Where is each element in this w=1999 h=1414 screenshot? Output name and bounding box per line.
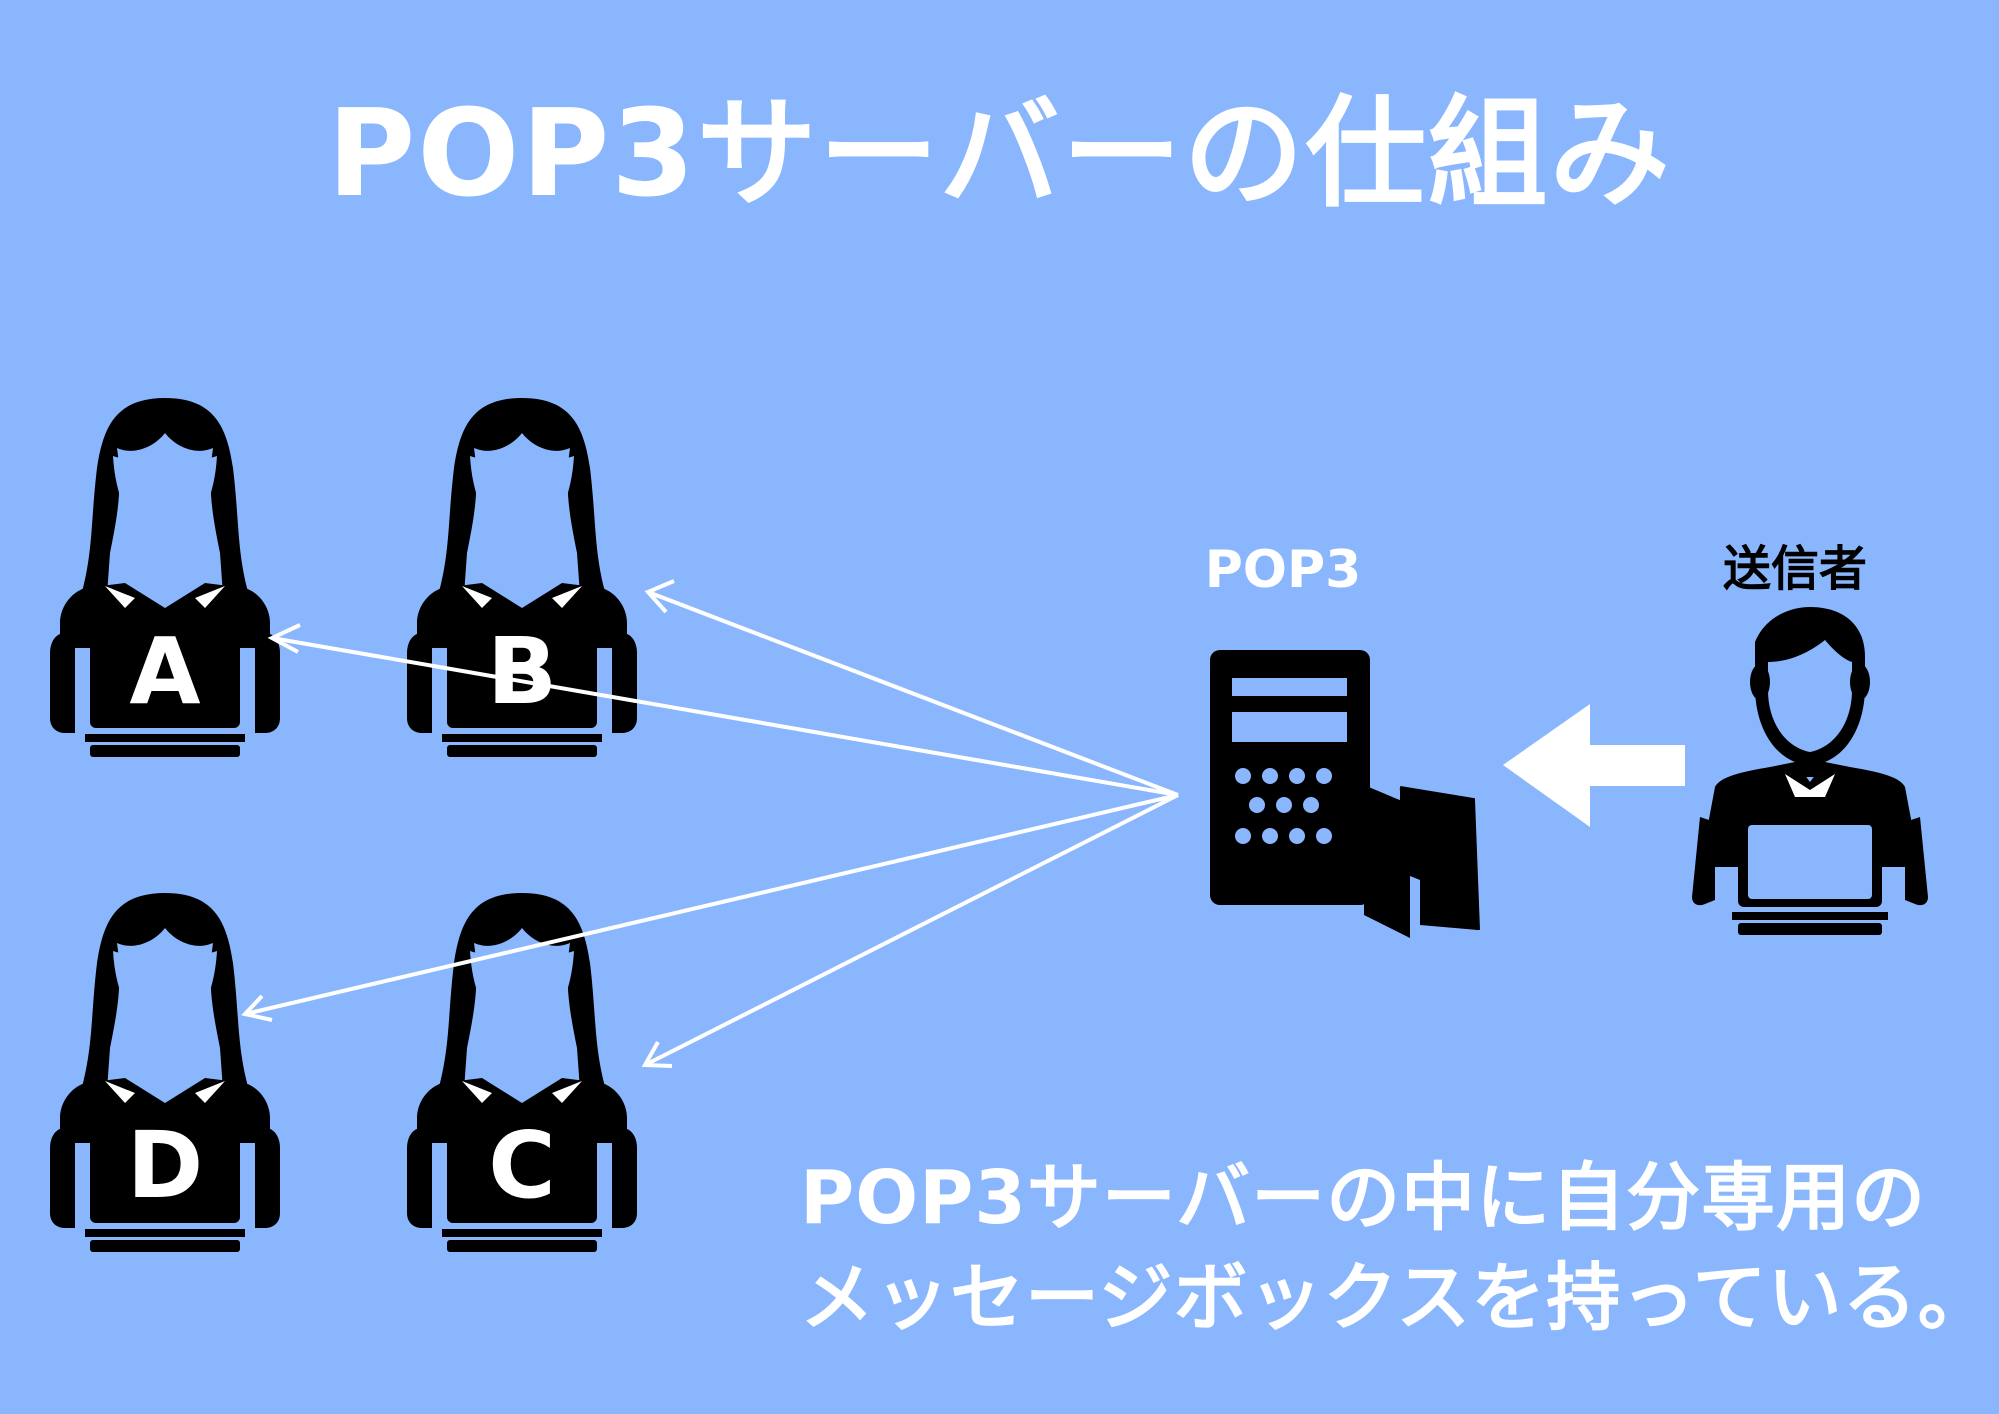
sender-label: 送信者 xyxy=(1723,541,1867,597)
incoming-arrow-icon xyxy=(1503,704,1685,827)
arrow-to-d xyxy=(244,793,1179,1016)
recipient-d-letter: D xyxy=(127,1112,203,1219)
arrow-to-a xyxy=(271,636,1179,797)
delivery-arrows xyxy=(241,579,1179,1068)
mailbox-icon xyxy=(1364,785,1480,938)
recipient-c-letter: C xyxy=(488,1112,556,1219)
caption-line-2: メッセージボックスを持っている。 xyxy=(800,1255,1993,1341)
recipient-b-letter: B xyxy=(487,618,557,725)
recipient-c-icon: C xyxy=(407,893,637,1252)
arrow-to-b xyxy=(647,590,1179,797)
sender-icon xyxy=(1692,607,1928,935)
caption-line-1: POP3サーバーの中に自分専用の xyxy=(800,1155,1927,1241)
caption: POP3サーバーの中に自分専用の メッセージボックスを持っている。 xyxy=(800,1148,1993,1348)
recipient-a-icon: A xyxy=(50,398,280,757)
server-label: POP3 xyxy=(1205,540,1362,600)
page-title: POP3サーバーの仕組み xyxy=(327,85,1672,224)
server-icon xyxy=(1210,650,1370,905)
recipient-a-letter: A xyxy=(129,618,200,725)
recipient-b-icon: B xyxy=(407,398,637,757)
arrow-to-c xyxy=(644,793,1179,1067)
recipient-d-icon: D xyxy=(50,893,280,1252)
